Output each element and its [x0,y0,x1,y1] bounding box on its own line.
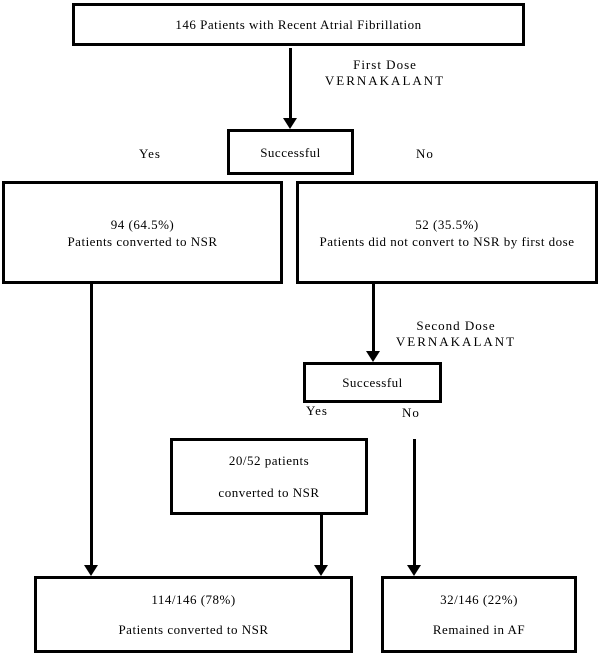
node-remained-af-line2: Remained in AF [432,621,526,637]
label-decision2-yes: Yes [306,403,328,418]
arrow-no-to-remained-af [407,439,421,576]
node-converted-first-line2: Patients converted to NSR [67,233,218,249]
node-not-converted-line1: 52 (35.5%) [415,216,479,232]
arrow-yes-to-total-converted [84,283,98,576]
label-second-dose-line2: VERNAKALANT [395,334,517,349]
label-first-dose-line2: VERNAKALANT [324,73,446,88]
label-decision2-no: No [402,405,420,420]
node-converted-first-dose: 94 (64.5%) Patients converted to NSR [2,181,283,284]
label-decision1-yes: Yes [139,146,161,161]
label-first-dose-line1: First Dose [353,57,417,72]
label-second-dose: Second Dose VERNAKALANT [376,318,536,350]
node-converted-second-line1: 20/52 patients [228,452,310,468]
node-decision1-text: Successful [260,144,321,160]
node-total-patients: 146 Patients with Recent Atrial Fibrilla… [72,3,525,46]
node-decision2-text: Successful [342,375,403,390]
node-not-converted-first-dose: 52 (35.5%) Patients did not convert to N… [296,181,598,284]
arrow-first-dose [283,48,297,129]
node-not-converted-line2: Patients did not convert to NSR by first… [319,233,575,249]
node-remained-af: 32/146 (22%) Remained in AF [381,576,577,653]
label-second-dose-line1: Second Dose [416,318,496,333]
node-total-patients-text: 146 Patients with Recent Atrial Fibrilla… [175,17,422,32]
label-first-dose: First Dose VERNAKALANT [305,57,465,89]
label-decision1-no: No [416,146,434,161]
arrow-second-converted-to-total [314,514,328,576]
node-total-converted-line2: Patients converted to NSR [118,621,269,637]
arrow-second-dose [366,283,380,362]
node-converted-second-dose: 20/52 patients converted to NSR [170,438,368,515]
node-converted-first-line1: 94 (64.5%) [110,216,175,232]
node-converted-second-line2: converted to NSR [218,484,320,500]
node-decision1-successful: Successful [227,129,354,175]
node-total-converted-line1: 114/146 (78%) [151,591,236,607]
node-total-converted: 114/146 (78%) Patients converted to NSR [34,576,353,653]
node-decision2-successful: Successful [303,362,442,403]
node-remained-af-line1: 32/146 (22%) [440,591,518,607]
